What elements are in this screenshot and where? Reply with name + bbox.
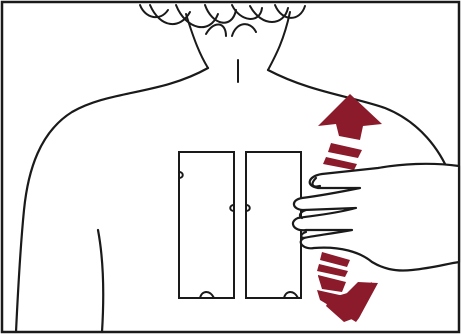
down-arrow-icon xyxy=(317,252,378,322)
hand-icon xyxy=(293,164,459,271)
left-pad xyxy=(179,152,234,298)
up-arrow-icon xyxy=(318,94,382,170)
hair xyxy=(140,5,305,36)
